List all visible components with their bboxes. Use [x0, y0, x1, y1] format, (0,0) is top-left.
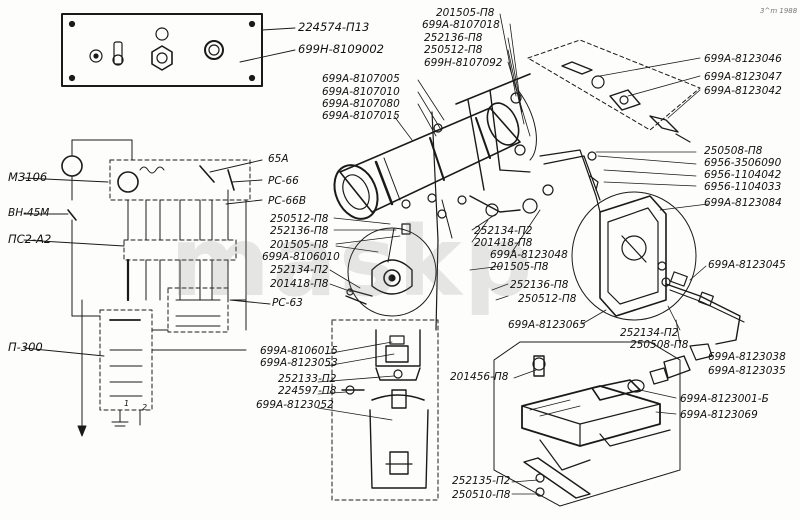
- terminal-label: 1: [124, 399, 130, 408]
- fittings-detail: [527, 39, 701, 143]
- part-label: 250512-П8: [270, 213, 329, 225]
- part-label: 252133-П2: [278, 373, 337, 385]
- part-label: 699А-8123048: [490, 249, 568, 261]
- electrical-schematic: [23, 139, 271, 437]
- part-label: 252134-П2: [620, 327, 679, 339]
- component-label: РС-63: [272, 297, 303, 309]
- terminal-label: 2: [142, 403, 148, 412]
- part-label: 252136-П8: [270, 225, 329, 237]
- part-label: 250512-П8: [518, 293, 577, 305]
- part-label: 699А-8106010: [262, 251, 340, 263]
- control-panel-plate: [61, 13, 296, 87]
- component-label: РС-66: [268, 175, 299, 187]
- part-label: 252136-П8: [424, 32, 483, 44]
- part-label: 699А-8123042: [704, 85, 782, 97]
- part-label: 699А-8123053: [260, 357, 338, 369]
- part-label: 252134-П2: [474, 225, 533, 237]
- part-label: 699А-8123045: [708, 259, 786, 271]
- corner-mark: 3^m 1988: [760, 7, 798, 15]
- part-label: 699А-8107018: [422, 19, 500, 31]
- part-label: 252135-П2: [452, 475, 511, 487]
- watermark-text: maskp: [170, 206, 535, 318]
- component-label: МЗ106: [8, 170, 48, 184]
- part-label: 250508-П8: [704, 145, 763, 157]
- pump-housing: [539, 149, 745, 385]
- part-label: 699А-8123038: [708, 351, 786, 363]
- bracket-detail: [329, 227, 437, 317]
- leader-lines: [333, 209, 681, 345]
- component-label: П-300: [8, 340, 43, 354]
- tank-assembly: [493, 341, 681, 507]
- valve-detail-box: [317, 319, 439, 501]
- part-label: 201505-П8: [490, 261, 549, 273]
- part-label: 250510-П8: [452, 489, 511, 501]
- part-label: 699А-8123046: [704, 53, 782, 65]
- part-label: 201418-П8: [270, 278, 329, 290]
- part-label: 699А-8123065: [508, 319, 586, 331]
- part-label: 201505-П8: [436, 7, 495, 19]
- part-label: 699А-8123001-Б: [680, 393, 769, 405]
- component-label: ВН-45М: [8, 207, 50, 219]
- part-label: 252136-П8: [510, 279, 569, 291]
- part-label: 6956-3506090: [704, 157, 782, 169]
- part-label: 699Н-8109002: [298, 42, 384, 56]
- part-label: 6956-1104033: [704, 181, 782, 193]
- part-label: 699А-8123047: [704, 71, 782, 83]
- part-label: 699А-8107010: [322, 86, 400, 98]
- part-label: 699А-8106015: [260, 345, 338, 357]
- part-label: 201505-П8: [270, 239, 329, 251]
- part-label: 699А-8123052: [256, 399, 334, 411]
- part-label: 699Н-8107092: [424, 57, 503, 69]
- part-label: 201456-П8: [450, 371, 509, 383]
- part-label: 201418-П8: [474, 237, 533, 249]
- part-label: 224574-П13: [298, 20, 370, 34]
- part-label: 699А-8107015: [322, 110, 400, 122]
- part-label: 699А-8123035: [708, 365, 786, 377]
- component-label: РС-66В: [268, 195, 307, 207]
- part-label: 699А-8107080: [322, 98, 400, 110]
- component-label: ПС2-А2: [8, 232, 52, 246]
- component-label: 65А: [268, 153, 289, 165]
- part-label: 250508-П8: [630, 339, 689, 351]
- part-label: 250512-П8: [424, 44, 483, 56]
- heater-cylinder: [333, 13, 538, 331]
- part-label: 699А-8123084: [704, 197, 782, 209]
- part-label: 252134-П2: [270, 264, 329, 276]
- part-label: 699А-8123069: [680, 409, 758, 421]
- part-label: 699А-8107005: [322, 73, 400, 85]
- part-label: 224597-П8: [278, 385, 337, 397]
- part-label: 6956-1104042: [704, 169, 782, 181]
